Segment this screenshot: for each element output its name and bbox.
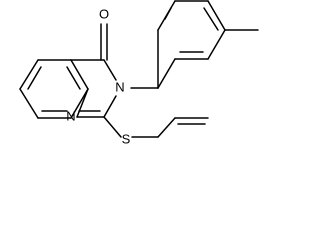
sulfur-atom-label: S (122, 131, 131, 146)
bond-tolyl-6-1-inner (164, 7, 172, 20)
bond-tolyl-4-5 (207, 0, 226, 31)
bond-c4-n3 (103, 59, 117, 81)
bond-tolyl-1-2 (157, 58, 176, 89)
tolyl-ring (130, 0, 259, 89)
allylthio-chain (103, 116, 209, 138)
bond-tolyl-4-5-inner (203, 7, 219, 31)
bond-c8a-c4a (70, 59, 89, 90)
bond-c8a-c4a-inner (66, 66, 81, 90)
nitrogen-n3-atom-label: N (115, 79, 124, 94)
bond-c2-s (103, 116, 122, 138)
oxygen-atom-label: O (99, 6, 109, 21)
bond-c8-c8a (70, 88, 89, 119)
bond-c6-c7 (19, 88, 39, 119)
chemical-structure-diagram: O N N S (19, 0, 259, 146)
bond-c5-c6-inner (27, 66, 42, 90)
nitrogen-n1-atom-label: N (66, 108, 75, 123)
bond-c5-c6 (19, 59, 39, 90)
bond-n1-c8a (76, 88, 89, 118)
bond-ch2-ch (157, 117, 176, 138)
bond-n3-c2 (103, 95, 117, 118)
bond-tolyl-3-4 (207, 29, 226, 60)
benzo-ring (19, 59, 89, 119)
pyrimidinone-ring (70, 23, 117, 118)
